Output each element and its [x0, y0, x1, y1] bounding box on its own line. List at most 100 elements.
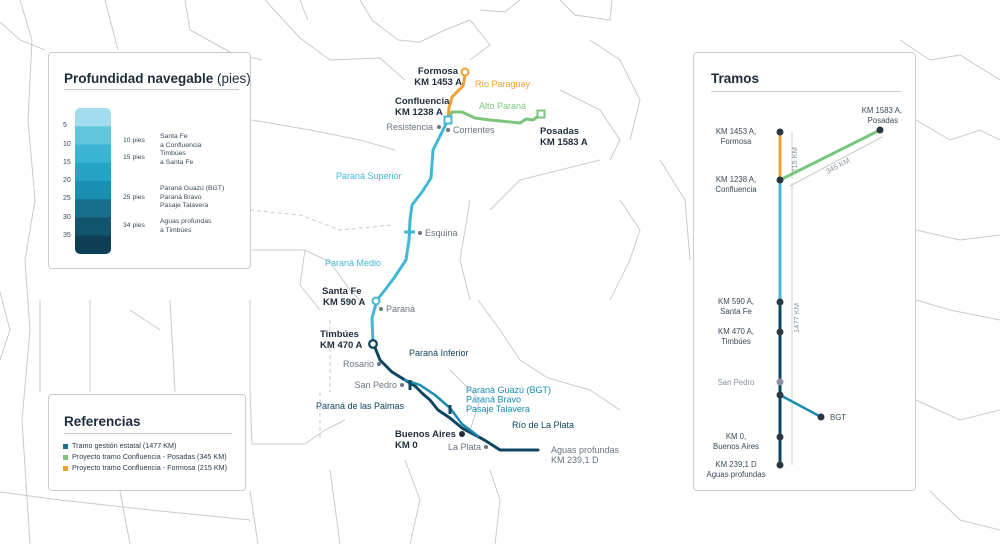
route-parana-guazu — [403, 378, 480, 438]
label-rosario: Rosario — [343, 359, 374, 369]
depth-tier-depth: 10 pies — [123, 137, 145, 145]
depth-tier-depth: 15 pies — [123, 154, 145, 162]
city-dot-esquina — [418, 231, 422, 235]
depth-tier-line: Pasaje Talavera — [160, 202, 209, 210]
reference-swatch — [63, 454, 68, 460]
city-dot-rosario — [377, 362, 381, 366]
depth-legend-rule — [64, 89, 239, 90]
depth-scale-label: 30 — [63, 213, 71, 221]
tramos-diagram: 215 KM 345 KM 1477 KM KM 1583 A,Posadas … — [707, 106, 902, 479]
label-parana-de-las-palmas: Paraná de las Palmas — [316, 401, 405, 411]
marker-timbues — [368, 339, 378, 349]
depth-band-7 — [75, 235, 111, 254]
marker-confluencia — [443, 115, 453, 125]
reference-label: Proyecto tramo Confluencia - Posadas (34… — [72, 452, 227, 461]
tramos-node-formosa — [776, 128, 784, 136]
city-dot-corrientes — [446, 128, 450, 132]
depth-scale-label: 35 — [63, 231, 71, 239]
depth-band-6 — [75, 217, 111, 237]
depth-scale-label: 15 — [63, 158, 71, 166]
tramos-label-formosa: KM 1453 A,Formosa — [716, 127, 756, 146]
tramos-node-deep — [776, 461, 784, 469]
depth-color-bar — [75, 108, 111, 254]
depth-band-4 — [75, 181, 111, 200]
tramos-distance-main: 1477 KM — [792, 303, 801, 333]
label-parana-inferior: Paraná Inferior — [409, 348, 469, 358]
depth-band-2 — [75, 144, 111, 164]
depth-scale-label: 5 — [63, 122, 67, 130]
depth-tier-line: Paraná Bravo — [160, 193, 202, 201]
label-esquina: Esquina — [425, 228, 458, 238]
tramos-label-confluencia: KM 1238 A,Confluencia — [715, 175, 757, 194]
city-dot-resistencia — [437, 125, 441, 129]
depth-tier-depth: 34 pies — [123, 222, 145, 230]
depth-tier-line: Santa Fe — [160, 133, 188, 140]
depth-tier-line: a Timbúes — [160, 226, 192, 234]
marker-formosa — [460, 67, 470, 77]
route-parana-inferior — [371, 341, 540, 452]
depth-tier-line: a Santa Fe — [160, 158, 194, 166]
tramos-node-timbues — [776, 328, 784, 336]
label-resistencia: Resistencia — [386, 122, 433, 132]
depth-band-1 — [75, 126, 111, 145]
depth-legend-title: Profundidad navegable (pies) — [64, 71, 251, 86]
depth-legend-unit: (pies) — [217, 71, 251, 86]
label-rio-de-la-plata: Río de La Plata — [512, 420, 574, 430]
tramos-label-san-pedro: San Pedro — [718, 378, 756, 387]
tramos-label-santa-fe: KM 590 A,Santa Fe — [718, 297, 754, 316]
tramos-rule — [711, 91, 901, 92]
depth-band-0 — [75, 108, 111, 127]
label-san-pedro: San Pedro — [354, 380, 397, 390]
city-dot-buenos-aires — [459, 431, 465, 437]
reference-item: Proyecto tramo Confluencia - Formosa (21… — [63, 463, 227, 472]
tramos-segment-bgt — [779, 393, 822, 419]
reference-swatch — [63, 443, 68, 449]
tramos-node-confluencia — [776, 176, 784, 184]
reference-swatch — [63, 465, 68, 471]
label-corrientes: Corrientes — [453, 125, 495, 135]
tramos-node-bgt — [817, 413, 825, 421]
marker-santa-fe — [371, 296, 381, 306]
depth-tier-depth: 25 pies — [123, 193, 145, 201]
depth-band-3 — [75, 162, 111, 182]
tramos-title: Tramos — [711, 71, 760, 86]
city-dot-la-plata — [484, 445, 488, 449]
references-title: Referencias — [64, 414, 141, 429]
tramos-node-junction — [776, 391, 784, 399]
city-dot-san-pedro — [400, 383, 404, 387]
depth-tier-line: Paraná Guazú (BGT) — [160, 185, 225, 192]
label-parana-superior: Paraná Superior — [336, 171, 402, 181]
tramos-label-posadas: KM 1583 A,Posadas — [862, 106, 902, 125]
city-dot-parana — [379, 307, 383, 311]
label-parana-medio: Paraná Medio — [325, 258, 381, 268]
city-dots — [377, 125, 488, 449]
city-labels: Resistencia Corrientes Esquina Paraná Ro… — [343, 122, 620, 465]
reference-item: Tramo gestión estatal (1477 KM) — [63, 441, 176, 450]
references-panel: Referencias Tramo gestión estatal (1477 … — [48, 394, 246, 491]
reference-label: Tramo gestión estatal (1477 KM) — [72, 441, 177, 450]
depth-band-5 — [75, 199, 111, 218]
tramos-label-buenos-aires: KM 0,Buenos Aires — [713, 432, 759, 451]
reference-label: Proyecto tramo Confluencia - Formosa (21… — [72, 463, 227, 472]
depth-tier-line: Aguas profundas — [160, 218, 212, 225]
label-alto-parana: Alto Paraná — [479, 101, 526, 111]
marker-posadas — [536, 109, 546, 119]
label-la-plata: La Plata — [448, 442, 481, 452]
river-labels: Río Paraguay Alto Paraná Paraná Superior… — [316, 79, 574, 430]
references-rule — [64, 433, 232, 434]
